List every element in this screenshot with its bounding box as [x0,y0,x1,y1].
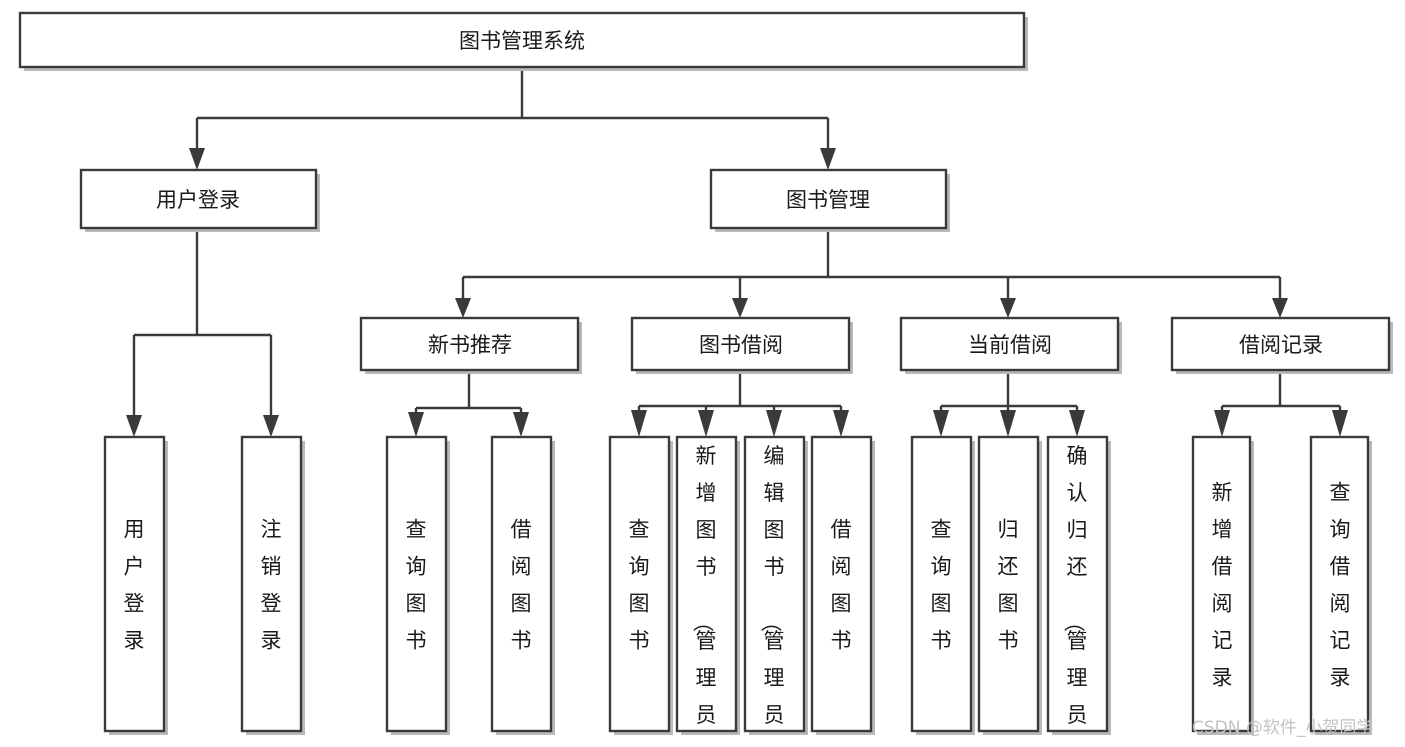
leaf-borrow-book-label: 借阅图书 [831,518,852,653]
leaf-query-borrow-record-label: 查询借阅记录 [1330,481,1351,690]
node-borrow-record[interactable]: 借阅记录 [1170,316,1393,374]
leaf-add-borrow-record-label: 新增借阅记录 [1212,481,1233,690]
arrow-head-borrow-record [1272,298,1288,318]
arrow-head-current-borrow [1000,298,1016,318]
leaf-return-book[interactable]: 归还图书 [977,435,1042,735]
arrow-head-leaf-query-book-current [933,410,949,437]
leaf-user-login-box[interactable] [103,435,166,733]
node-current-borrow[interactable]: 当前借阅 [899,316,1122,374]
node-new-book-recommend-box[interactable] [359,316,580,372]
leaf-query-book-recommend[interactable]: 查询图书 [385,435,450,735]
node-root[interactable]: 图书管理系统 [18,11,1028,71]
leaf-user-logout[interactable]: 注销登录 [240,435,305,735]
node-book-borrow-box[interactable] [630,316,851,372]
node-book-management-box[interactable] [709,168,948,230]
node-borrow-record-box[interactable] [1170,316,1391,372]
leaf-edit-book-label: 编辑图书（管理员） [759,444,785,747]
node-user-login-box[interactable] [79,168,318,230]
node-root-label: 图书管理系统 [459,29,585,53]
leaf-borrow-book[interactable]: 借阅图书 [810,435,875,735]
leaf-edit-book-box[interactable] [743,435,806,733]
arrow-head-new-book-recommend [455,298,471,318]
leaf-query-book-recommend-box[interactable] [385,435,448,733]
connector-group-new-book-recommend [408,374,529,437]
connector-group-current-borrow [933,374,1085,437]
leaf-query-borrow-record[interactable]: 查询借阅记录 [1309,435,1372,735]
leaf-add-book[interactable]: 新增图书（管理员） [675,435,740,747]
leaf-add-book-box[interactable] [675,435,738,733]
arrow-head-leaf-return-book [1000,410,1016,437]
node-current-borrow-box[interactable] [899,316,1120,372]
node-user-login-label: 用户登录 [156,188,240,212]
node-user-login[interactable]: 用户登录 [79,168,320,232]
arrow-head-leaf-query-book-recommend [408,412,424,437]
leaf-query-book-borrow[interactable]: 查询图书 [608,435,673,735]
leaf-borrow-book-recommend[interactable]: 借阅图书 [490,435,555,735]
arrow-head-user-login [189,148,205,170]
node-book-borrow-label: 图书借阅 [699,333,783,357]
arrow-head-book-management [820,148,836,170]
leaf-add-borrow-record[interactable]: 新增借阅记录 [1191,435,1254,735]
node-book-borrow[interactable]: 图书借阅 [630,316,853,374]
node-book-management-label: 图书管理 [786,188,870,212]
arrow-head-leaf-add-book [698,410,714,437]
arrow-head-leaf-user-logout [263,415,279,437]
node-root-box[interactable] [18,11,1026,69]
leaf-edit-book[interactable]: 编辑图书（管理员） [743,435,808,747]
node-book-management[interactable]: 图书管理 [709,168,950,232]
arrow-head-leaf-user-login [126,415,142,437]
leaf-query-book-current[interactable]: 查询图书 [910,435,975,735]
leaf-query-book-current-box[interactable] [910,435,973,733]
leaf-borrow-book-recommend-box[interactable] [490,435,553,733]
leaf-confirm-return[interactable]: 确认归还（管理员） [1046,435,1111,747]
node-borrow-record-label: 借阅记录 [1239,333,1323,357]
leaf-user-login-label: 用户登录 [124,518,145,653]
leaf-add-borrow-record-box[interactable] [1191,435,1252,733]
connector-group-root [189,67,836,170]
leaf-confirm-return-box[interactable] [1046,435,1109,733]
leaf-add-book-label: 新增图书（管理员） [691,444,717,747]
leaf-return-book-box[interactable] [977,435,1040,733]
node-current-borrow-label: 当前借阅 [968,333,1052,357]
arrow-head-book-borrow [732,298,748,318]
node-new-book-recommend[interactable]: 新书推荐 [359,316,582,374]
leaf-return-book-label: 归还图书 [998,518,1019,653]
connector-group-borrow-record [1214,374,1348,437]
leaf-query-book-borrow-label: 查询图书 [629,518,650,653]
leaf-confirm-return-label: 确认归还（管理员） [1062,444,1088,747]
node-new-book-recommend-label: 新书推荐 [428,333,512,357]
leaf-borrow-book-box[interactable] [810,435,873,733]
leaf-query-borrow-record-box[interactable] [1309,435,1370,733]
arrow-head-leaf-borrow-book-recommend [513,412,529,437]
arrow-head-leaf-query-book-borrow [631,410,647,437]
leaf-query-book-recommend-label: 查询图书 [406,518,427,653]
connector-group-book-management [455,232,1288,318]
csdn-watermark: CSDN @软件_小贺同学 [1192,718,1373,738]
arrow-head-leaf-confirm-return [1069,410,1085,437]
connector-group-book-borrow [631,374,849,437]
leaf-borrow-book-recommend-label: 借阅图书 [511,518,532,653]
connector-group-user-login [126,232,279,437]
leaf-query-book-current-label: 查询图书 [931,518,952,653]
leaf-user-logout-box[interactable] [240,435,303,733]
leaf-user-logout-label: 注销登录 [261,518,282,653]
leaf-user-login[interactable]: 用户登录 [103,435,168,735]
arrow-head-leaf-borrow-book [833,410,849,437]
arrow-head-leaf-query-borrow-record [1332,410,1348,437]
leaf-query-book-borrow-box[interactable] [608,435,671,733]
arrow-head-leaf-add-borrow-record [1214,410,1230,437]
arrow-head-leaf-edit-book [766,410,782,437]
